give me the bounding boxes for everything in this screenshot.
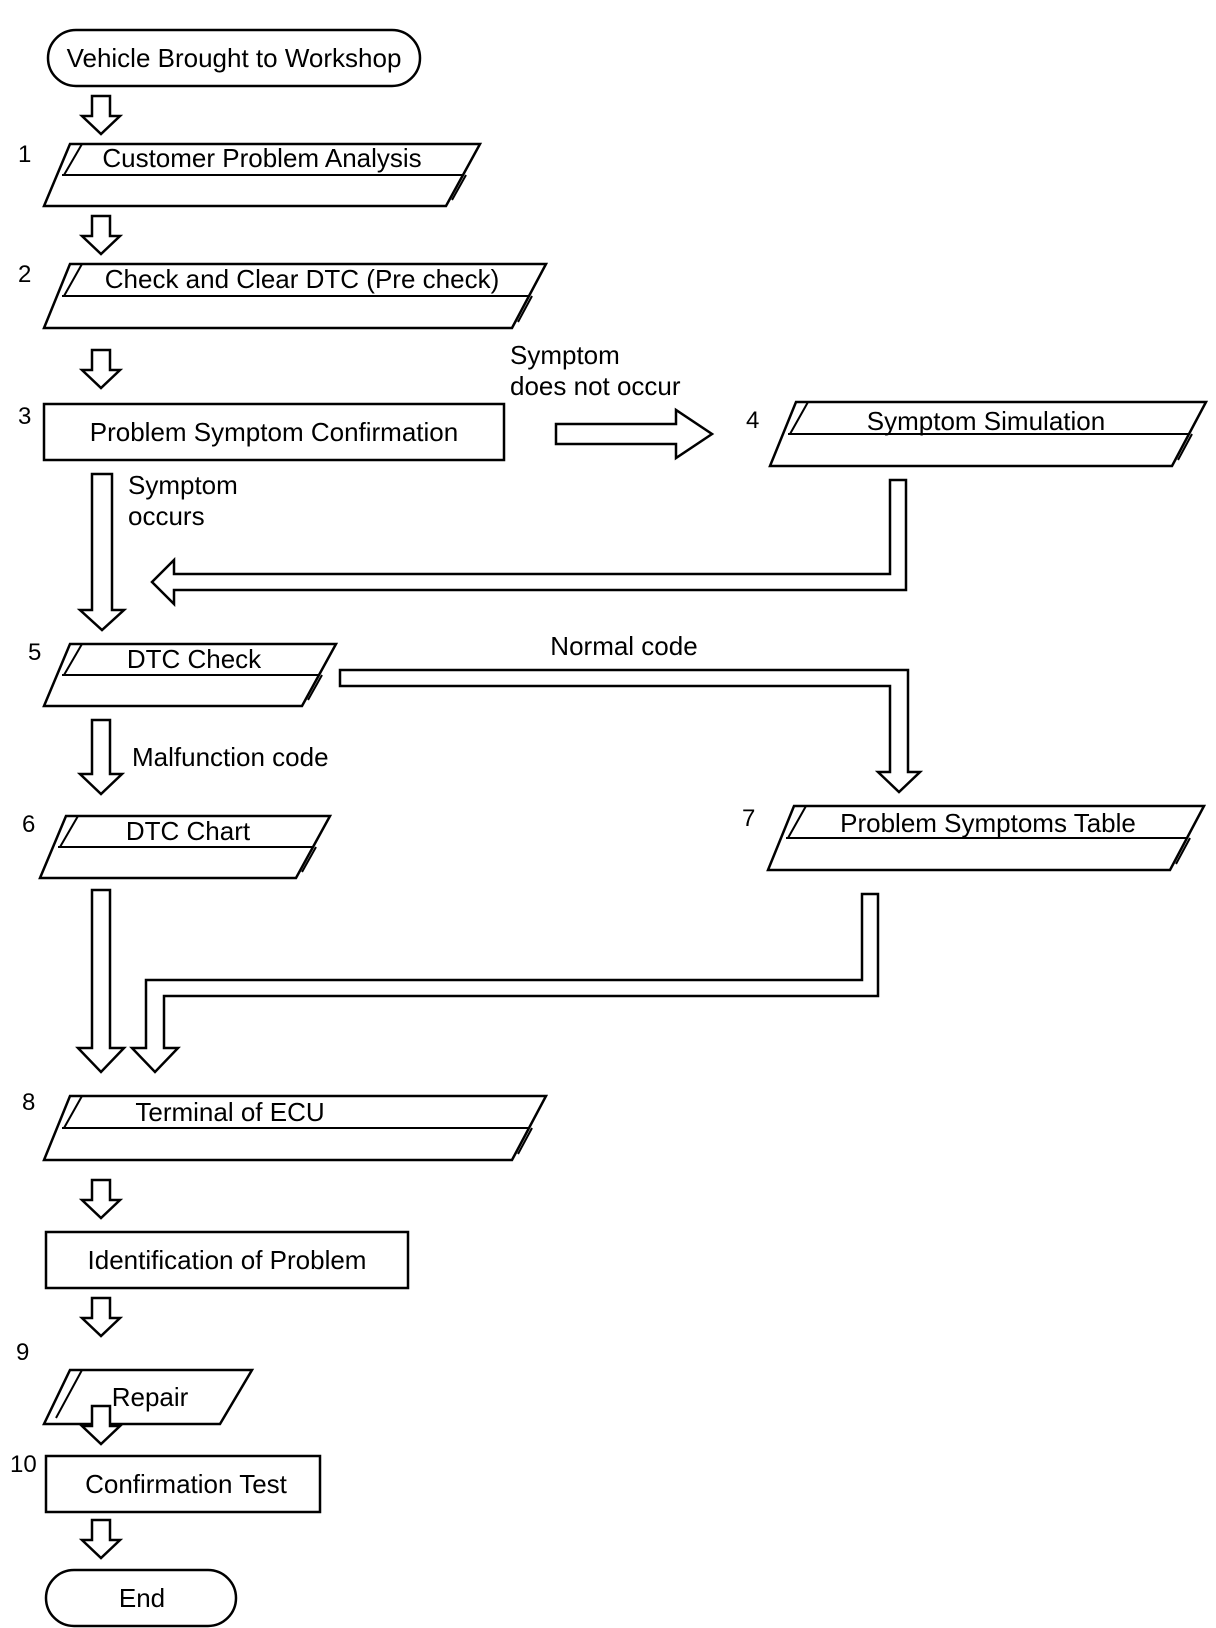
- step-7-node: 7 Problem Symptoms Table: [742, 804, 1207, 872]
- arrow-5-to-6: [76, 718, 126, 796]
- step-5-node: 5 DTC Check: [28, 639, 339, 708]
- step-3-node: 3 Problem Symptom Confirmation: [18, 402, 506, 462]
- arrow-3-to-4: [554, 407, 715, 461]
- arrow-2-to-3: [78, 348, 124, 390]
- end-node: End: [44, 1568, 238, 1628]
- step-4-number: 4: [746, 407, 759, 434]
- step-5-label: DTC Check: [127, 644, 262, 674]
- step-8-node: 8 Terminal of ECU: [22, 1089, 549, 1162]
- step-5-number: 5: [28, 639, 41, 666]
- step-10-number: 10: [10, 1451, 37, 1478]
- step-7-label: Problem Symptoms Table: [840, 808, 1136, 838]
- step-1-label: Customer Problem Analysis: [102, 143, 421, 173]
- step-10-node: 10 Confirmation Test: [10, 1451, 322, 1514]
- step-3-label: Problem Symptom Confirmation: [90, 417, 458, 447]
- step-8-number: 8: [22, 1089, 35, 1116]
- step-6-label: DTC Chart: [126, 816, 251, 846]
- step-9-node: 9 Repair: [16, 1339, 255, 1426]
- label-symptom-not-occur-2: does not occur: [510, 371, 681, 401]
- step-9-number: 9: [16, 1339, 29, 1366]
- label-symptom-occurs-2: occurs: [128, 501, 205, 531]
- label-symptom-occurs-1: Symptom: [128, 470, 238, 500]
- step-1-number: 1: [18, 141, 31, 168]
- identification-node: Identification of Problem: [44, 1230, 410, 1290]
- step-2-label: Check and Clear DTC (Pre check): [105, 264, 499, 294]
- label-normal-code: Normal code: [550, 631, 697, 661]
- step-9-label: Repair: [112, 1382, 189, 1412]
- arrow-10-to-end: [78, 1518, 124, 1560]
- start-label: Vehicle Brought to Workshop: [67, 43, 402, 73]
- arrow-8-to-identification: [78, 1178, 124, 1220]
- step-8-label: Terminal of ECU: [135, 1097, 324, 1127]
- arrow-identification-to-9: [78, 1296, 124, 1338]
- arrow-start-to-1: [78, 94, 124, 136]
- arrow-9-to-10: [78, 1404, 124, 1446]
- step-6-node: 6 DTC Chart: [22, 811, 333, 880]
- step-2-number: 2: [18, 261, 31, 288]
- arrow-6-to-8: [75, 888, 127, 1074]
- step-6-number: 6: [22, 811, 35, 838]
- label-symptom-not-occur-1: Symptom: [510, 340, 620, 370]
- step-2-node: 2 Check and Clear DTC (Pre check): [18, 261, 549, 330]
- step-4-node: 4 Symptom Simulation: [746, 400, 1209, 468]
- arrow-5-to-7: [338, 668, 924, 794]
- end-label: End: [119, 1583, 165, 1613]
- step-10-label: Confirmation Test: [85, 1469, 288, 1499]
- arrow-4-to-5: [150, 478, 908, 608]
- step-4-label: Symptom Simulation: [867, 406, 1105, 436]
- arrow-3-to-5: [76, 472, 128, 632]
- step-3-number: 3: [18, 403, 31, 430]
- step-7-number: 7: [742, 805, 755, 832]
- step-1-node: 1 Customer Problem Analysis: [18, 141, 483, 208]
- start-node: Vehicle Brought to Workshop: [46, 28, 422, 88]
- arrow-7-to-8: [129, 892, 880, 1074]
- label-malfunction-code: Malfunction code: [132, 742, 329, 772]
- arrow-1-to-2: [78, 214, 124, 256]
- identification-label: Identification of Problem: [88, 1245, 367, 1275]
